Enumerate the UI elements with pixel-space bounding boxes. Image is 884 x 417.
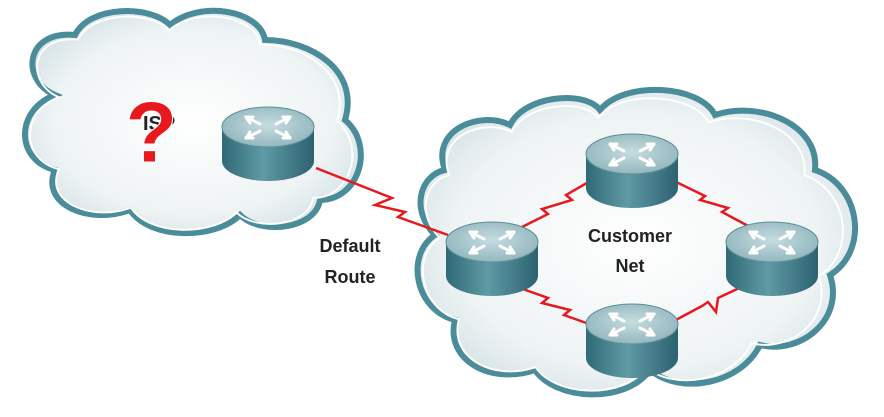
router-icon xyxy=(584,132,680,210)
router-icon xyxy=(444,220,540,298)
question-mark: ? xyxy=(125,85,178,181)
router-icon xyxy=(584,302,680,380)
default-route-link xyxy=(315,166,449,237)
customer-net-label-line1: Customer xyxy=(588,226,672,246)
default-route-label-line1: Default xyxy=(319,236,380,256)
isp-label: ISP xyxy=(143,113,175,135)
default-route-label-line2: Route xyxy=(325,267,376,287)
link-edge-to-top xyxy=(519,178,593,230)
router-icon xyxy=(220,105,316,183)
customer-cloud xyxy=(414,86,858,398)
link-top-to-right xyxy=(671,178,753,230)
link-edge-to-bottom xyxy=(519,286,593,327)
link-bottom-to-right xyxy=(671,280,753,324)
router-icon xyxy=(724,220,820,298)
customer-net-label-line2: Net xyxy=(615,256,644,276)
